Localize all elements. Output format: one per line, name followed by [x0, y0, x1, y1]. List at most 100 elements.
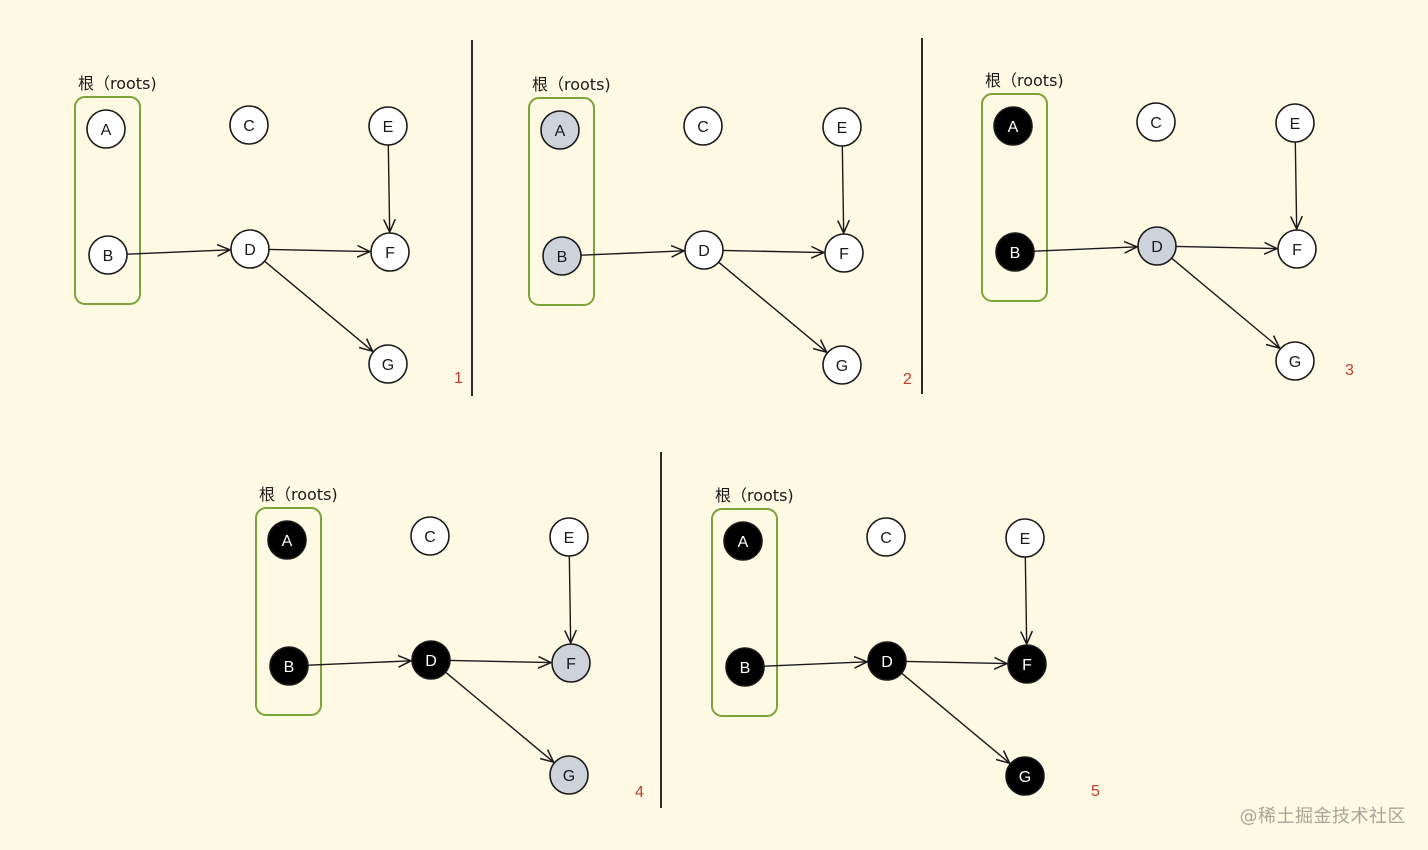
- edge-d-g: [718, 261, 827, 352]
- node-c: C: [1136, 102, 1176, 142]
- node-f: F: [824, 233, 864, 273]
- edge-d-g: [264, 260, 373, 351]
- node-f: F: [1007, 644, 1047, 684]
- roots-box: [528, 97, 595, 306]
- node-a: A: [723, 521, 763, 561]
- roots-box: [711, 508, 778, 717]
- svg-text:E: E: [1290, 116, 1301, 133]
- edge-b-d: [1033, 247, 1137, 251]
- panel-3: 根（roots) A B C D E F G 3: [981, 71, 1354, 381]
- svg-text:A: A: [555, 123, 566, 140]
- node-e: E: [368, 106, 408, 146]
- roots-label: 根（roots): [78, 74, 157, 93]
- svg-text:D: D: [425, 653, 437, 670]
- svg-text:B: B: [284, 659, 295, 676]
- step-number: 3: [1345, 362, 1354, 379]
- svg-text:F: F: [839, 246, 849, 263]
- panel-2: 根（roots) A B C D E F G 2: [528, 75, 912, 388]
- node-b: B: [88, 235, 128, 275]
- svg-text:A: A: [282, 533, 293, 550]
- edge-d-f: [449, 660, 551, 662]
- node-b: B: [995, 232, 1035, 272]
- svg-text:D: D: [1151, 239, 1163, 256]
- svg-text:B: B: [557, 249, 568, 266]
- roots-label: 根（roots): [985, 71, 1064, 90]
- roots-box: [74, 96, 141, 305]
- edge-e-f: [1025, 556, 1026, 644]
- node-g: G: [1275, 341, 1315, 381]
- svg-text:B: B: [103, 248, 114, 265]
- edge-d-g: [901, 672, 1010, 763]
- edge-b-d: [763, 662, 867, 666]
- edge-d-g: [445, 671, 554, 762]
- roots-label: 根（roots): [532, 75, 611, 94]
- svg-text:B: B: [740, 660, 751, 677]
- roots-box: [255, 507, 322, 716]
- svg-text:A: A: [738, 534, 749, 551]
- edge-d-f: [268, 249, 370, 251]
- node-a: A: [993, 106, 1033, 146]
- edge-d-f: [722, 250, 824, 252]
- svg-text:D: D: [698, 243, 710, 260]
- svg-text:A: A: [1008, 119, 1019, 136]
- node-e: E: [822, 107, 862, 147]
- edge-e-f: [569, 555, 570, 643]
- edge-b-d: [126, 250, 230, 254]
- node-f: F: [370, 232, 410, 272]
- node-c: C: [410, 516, 450, 556]
- edge-d-g: [1171, 257, 1280, 348]
- svg-text:F: F: [1022, 657, 1032, 674]
- svg-text:C: C: [697, 119, 709, 136]
- node-d: D: [684, 230, 724, 270]
- node-e: E: [549, 517, 589, 557]
- panel-1: 根（roots) A B C D E F G 1: [74, 74, 463, 387]
- node-f: F: [551, 643, 591, 683]
- edge-b-d: [307, 661, 411, 665]
- svg-text:F: F: [1292, 242, 1302, 259]
- edge-d-f: [905, 661, 1007, 663]
- step-number: 4: [635, 784, 644, 801]
- node-d: D: [230, 229, 270, 269]
- step-number: 5: [1091, 783, 1100, 800]
- svg-text:G: G: [836, 358, 848, 375]
- watermark: @稀土掘金技术社区: [1239, 806, 1406, 827]
- edge-d-f: [1175, 246, 1277, 248]
- svg-text:A: A: [101, 122, 112, 139]
- svg-text:D: D: [881, 654, 893, 671]
- step-number: 1: [454, 370, 463, 387]
- node-a: A: [540, 110, 580, 150]
- node-a: A: [86, 109, 126, 149]
- edge-e-f: [842, 145, 843, 233]
- node-d: D: [411, 640, 451, 680]
- svg-text:E: E: [383, 119, 394, 136]
- edge-b-d: [580, 251, 684, 255]
- svg-text:F: F: [385, 245, 395, 262]
- edge-e-f: [388, 144, 389, 232]
- roots-label: 根（roots): [715, 486, 794, 505]
- node-a: A: [267, 520, 307, 560]
- svg-text:D: D: [244, 242, 256, 259]
- node-b: B: [269, 646, 309, 686]
- node-f: F: [1277, 229, 1317, 269]
- node-c: C: [866, 517, 906, 557]
- svg-text:G: G: [382, 357, 394, 374]
- node-c: C: [229, 105, 269, 145]
- node-b: B: [542, 236, 582, 276]
- node-g: G: [1005, 756, 1045, 796]
- node-e: E: [1275, 103, 1315, 143]
- svg-text:C: C: [880, 530, 892, 547]
- svg-text:C: C: [1150, 115, 1162, 132]
- node-d: D: [867, 641, 907, 681]
- svg-text:G: G: [563, 768, 575, 785]
- roots-box: [981, 93, 1048, 302]
- step-number: 2: [903, 371, 912, 388]
- svg-text:G: G: [1289, 354, 1301, 371]
- node-c: C: [683, 106, 723, 146]
- svg-text:F: F: [566, 656, 576, 673]
- svg-text:E: E: [564, 530, 575, 547]
- svg-text:B: B: [1010, 245, 1021, 262]
- node-b: B: [725, 647, 765, 687]
